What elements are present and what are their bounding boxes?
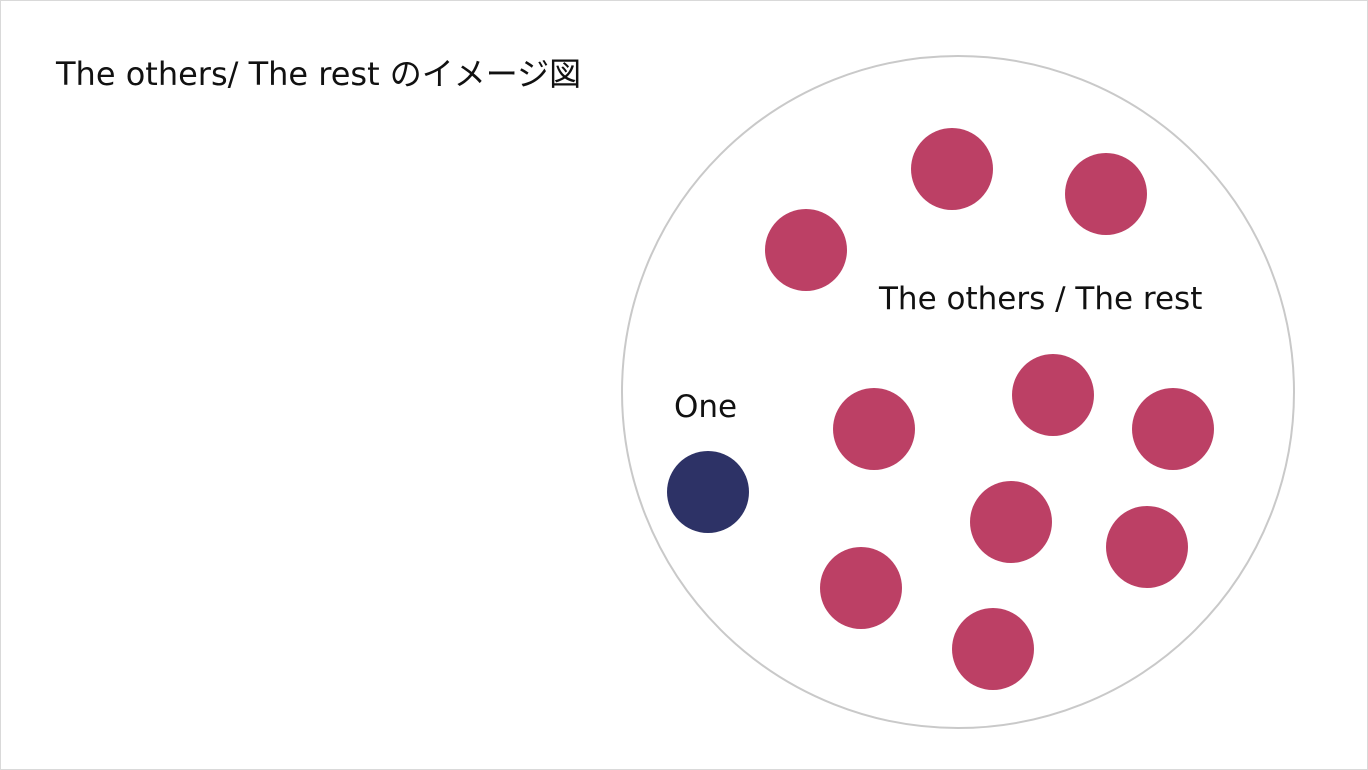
others-dot — [1012, 354, 1094, 436]
group-circle — [621, 55, 1295, 729]
one-label: One — [674, 389, 738, 425]
others-dot — [765, 209, 847, 291]
others-dot — [911, 128, 993, 210]
diagram-title: The others/ The rest のイメージ図 — [56, 55, 582, 93]
others-dot — [970, 481, 1052, 563]
one-dot — [667, 451, 749, 533]
others-dot — [1132, 388, 1214, 470]
others-dot — [833, 388, 915, 470]
others-dot — [1065, 153, 1147, 235]
others-label: The others / The rest — [879, 281, 1203, 317]
others-dot — [1106, 506, 1188, 588]
others-dot — [820, 547, 902, 629]
others-dot — [952, 608, 1034, 690]
